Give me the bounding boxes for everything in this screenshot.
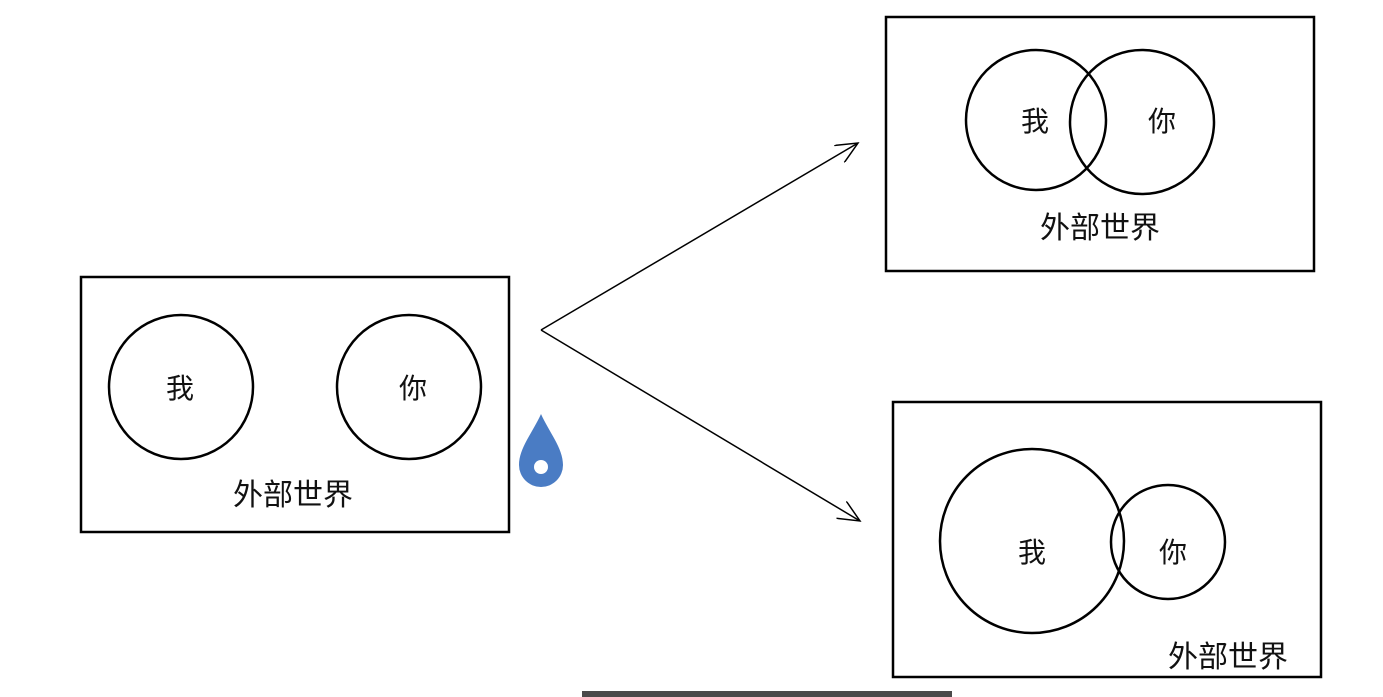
- me-circle: [938, 447, 1126, 635]
- me-label: 我: [166, 372, 194, 405]
- water-drop-icon: [519, 414, 563, 487]
- arrow-to-overlap: [540, 143, 858, 331]
- you-label: 你: [1159, 536, 1187, 569]
- world-box: [79, 275, 511, 534]
- initial-state-panel: 我 你 外部世界: [79, 275, 511, 534]
- me-circle: [964, 48, 1108, 192]
- world-label: 外部世界: [1040, 211, 1160, 246]
- overlap-state-panel: 我 你 外部世界: [884, 15, 1316, 273]
- world-label: 外部世界: [1168, 640, 1288, 675]
- you-circle: [1109, 483, 1227, 601]
- you-label: 你: [399, 372, 427, 405]
- you-circle: [1068, 48, 1216, 196]
- me-label: 我: [1021, 105, 1049, 138]
- me-label: 我: [1018, 536, 1046, 569]
- you-label: 你: [1148, 105, 1176, 138]
- you-circle: [335, 313, 483, 461]
- me-circle: [107, 313, 255, 461]
- world-box: [884, 15, 1316, 273]
- arrow-to-dominant: [540, 329, 860, 521]
- world-box: [891, 400, 1323, 679]
- dominant-state-panel: 我 你 外部世界: [891, 400, 1323, 679]
- world-label: 外部世界: [233, 478, 353, 513]
- horizontal-scrollbar[interactable]: [582, 691, 952, 697]
